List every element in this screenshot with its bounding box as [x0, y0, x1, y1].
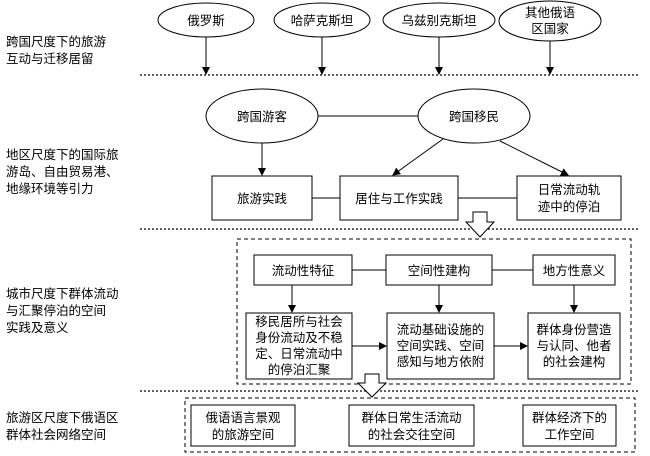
level-label-regional: 地区尺度下的国际旅 游岛、自由贸易港、 地缘环境等引力	[6, 146, 138, 197]
level-label-regional-text: 地区尺度下的国际旅 游岛、自由贸易港、 地缘环境等引力	[6, 147, 119, 196]
network-box-landscape	[190, 404, 296, 447]
city-header-box-mobility	[253, 254, 353, 286]
group-label-migrants: 跨国移民	[448, 108, 499, 124]
level-label-transnational: 跨国尺度下的旅游 互动与迁移居留	[6, 33, 138, 67]
country-label-russia: 俄罗斯	[187, 12, 225, 28]
country-label-other: 其他俄语 区国家	[524, 5, 575, 36]
network-box-work	[522, 404, 617, 447]
city-detail-box-place	[527, 312, 621, 380]
level-label-city: 城市尺度下群体流动 与汇聚停泊的空间 实践及意义	[6, 285, 138, 336]
network-label-landscape: 俄语语言景观 的旅游空间	[205, 409, 281, 442]
city-detail-mobility: 移民居所与社会 身份流动及不稳 定、日常流动中 的停泊汇聚	[255, 314, 343, 377]
country-label-uzbekistan: 乌兹别克斯坦	[401, 12, 477, 28]
practice-label-residence: 居住与工作实践	[355, 190, 443, 206]
arrow-migrants-residence	[392, 138, 444, 176]
group-label-tourists: 跨国游客	[236, 108, 287, 124]
level-label-city-text: 城市尺度下群体流动 与汇聚停泊的空间 实践及意义	[6, 286, 119, 335]
city-header-mobility: 流动性特征	[271, 262, 335, 278]
city-header-spatial: 空间性建构	[407, 262, 471, 278]
city-detail-box-spatial	[386, 312, 495, 380]
city-detail-place: 群体身份营造 与认同、他者 的社会建构	[536, 322, 612, 369]
level-label-transnational-text: 跨国尺度下的旅游 互动与迁移居留	[6, 34, 107, 66]
level-label-tourism-area: 旅游区尺度下俄语区 群体社会网络空间	[6, 409, 138, 443]
city-header-box-place	[532, 254, 616, 286]
city-detail-spatial: 流动基础设施的 空间实践、空间 感知与地方依附	[396, 322, 485, 369]
arrow-migrants-daily	[499, 140, 569, 176]
network-label-social: 群体日常生活流动 的社会交往空间	[361, 409, 462, 442]
network-label-work: 群体经济下的 工作空间	[531, 409, 607, 442]
block-arrow-city-to-tourism-area	[356, 373, 388, 398]
city-detail-box-mobility	[245, 312, 353, 380]
level-label-tourism-area-text: 旅游区尺度下俄语区 群体社会网络空间	[6, 410, 119, 442]
practice-label-daily: 日常流动轨 迹中的停泊	[537, 182, 601, 214]
tourism-area-dashed-frame	[184, 397, 636, 453]
practice-label-tourism: 旅游实践	[236, 190, 287, 206]
city-dashed-frame	[236, 238, 632, 385]
city-header-place: 地方性意义	[542, 262, 606, 278]
country-label-kazakhstan: 哈萨克斯坦	[290, 12, 354, 28]
practice-box-tourism	[211, 175, 313, 221]
network-box-social	[348, 404, 475, 447]
block-arrow-regional-to-city	[464, 211, 496, 238]
